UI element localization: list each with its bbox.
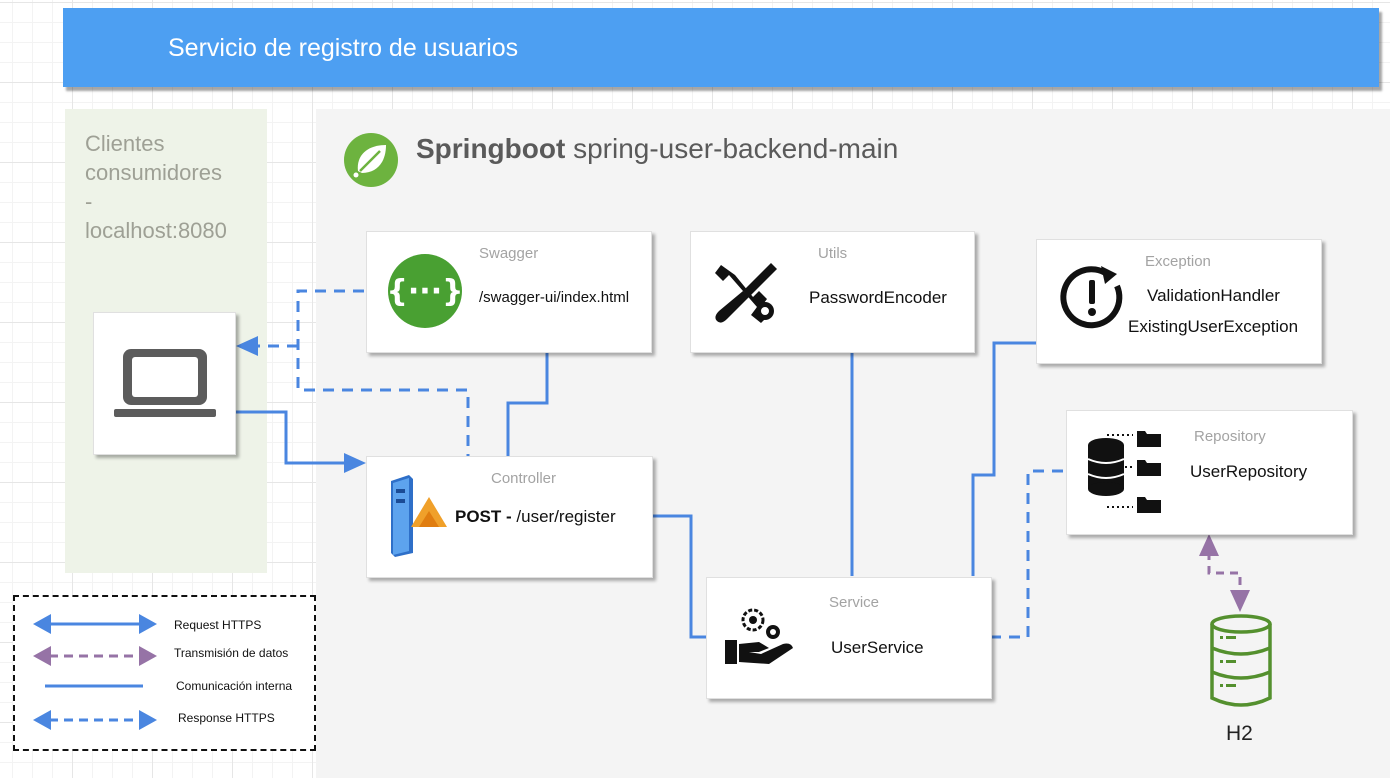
clients-label-line2: consumidores bbox=[85, 160, 222, 185]
legend-label-request: Request HTTPS bbox=[174, 618, 262, 632]
page-title: Servicio de registro de usuarios bbox=[168, 34, 519, 62]
data-transmission-connector bbox=[1207, 552, 1242, 592]
internal-swagger-controller bbox=[506, 352, 549, 456]
clients-label-line4: localhost:8080 bbox=[85, 218, 227, 243]
internal-controller-service bbox=[652, 514, 711, 639]
exception-alert-icon bbox=[1057, 262, 1127, 337]
tools-icon bbox=[713, 259, 779, 330]
utils-card: Utils PasswordEncoder bbox=[690, 231, 975, 353]
request-arrowhead bbox=[344, 453, 366, 473]
service-gears-hand-icon bbox=[725, 606, 797, 671]
legend-label-data: Transmisión de datos bbox=[174, 646, 289, 660]
clients-label: Clientes consumidores - localhost:8080 bbox=[85, 129, 265, 245]
client-laptop-card bbox=[93, 312, 236, 455]
legend: Request HTTPS Transmisión de datos Comun… bbox=[13, 595, 316, 751]
controller-endpoint: POST - /user/register bbox=[455, 507, 616, 527]
swagger-braces-icon: {···} bbox=[387, 253, 463, 334]
springboot-bold: Springboot bbox=[416, 133, 566, 164]
repository-title: Repository bbox=[1194, 428, 1266, 445]
response-arrowhead bbox=[236, 336, 258, 356]
legend-lines bbox=[33, 614, 157, 730]
repository-text: UserRepository bbox=[1190, 462, 1308, 481]
legend-data-line bbox=[33, 646, 157, 666]
exception-line1: ValidationHandler bbox=[1147, 286, 1280, 305]
controller-path: /user/register bbox=[516, 507, 616, 526]
controller-method: POST - bbox=[455, 507, 517, 526]
exception-line2: ExistingUserException bbox=[1128, 317, 1299, 336]
springboot-title: Springboot spring-user-backend-main bbox=[416, 133, 898, 165]
controller-title: Controller bbox=[491, 470, 557, 487]
repository-db-folders-icon bbox=[1087, 431, 1167, 518]
utils-title: Utils bbox=[818, 245, 848, 262]
controller-server-icon bbox=[389, 475, 449, 562]
request-connector bbox=[236, 410, 362, 465]
repository-card: Repository UserRepository bbox=[1066, 410, 1353, 535]
clients-label-line1: Clientes bbox=[85, 131, 165, 156]
service-repository-connector bbox=[990, 469, 1066, 639]
h2-database-icon bbox=[1208, 614, 1274, 715]
service-card: Service UserService bbox=[706, 577, 992, 699]
h2-label: H2 bbox=[1226, 722, 1253, 745]
laptop-icon bbox=[114, 347, 216, 424]
swagger-url: /swagger-ui/index.html bbox=[479, 289, 630, 306]
legend-request-line bbox=[33, 614, 157, 634]
legend-response-line bbox=[33, 710, 157, 730]
service-text: UserService bbox=[831, 638, 924, 657]
service-title: Service bbox=[829, 594, 880, 611]
controller-card: Controller POST - /user/register bbox=[366, 456, 653, 578]
swagger-card: Swagger {···} /swagger-ui/index.html bbox=[366, 231, 652, 353]
data-arrowhead-down bbox=[1230, 590, 1250, 612]
swagger-title: Swagger bbox=[479, 245, 539, 262]
svg-text:{···}: {···} bbox=[387, 274, 463, 309]
clients-label-line3: - bbox=[85, 189, 93, 214]
exception-title: Exception bbox=[1145, 253, 1211, 270]
data-arrowhead-up bbox=[1199, 534, 1219, 556]
legend-label-response: Response HTTPS bbox=[178, 711, 275, 725]
springboot-name: spring-user-backend-main bbox=[573, 133, 899, 164]
legend-label-internal: Comunicación interna bbox=[176, 679, 293, 693]
utils-text: PasswordEncoder bbox=[809, 288, 947, 307]
exception-card: Exception ValidationHandler ExistingUser… bbox=[1036, 239, 1322, 364]
internal-service-exception bbox=[971, 341, 1037, 576]
spring-logo-icon bbox=[342, 131, 400, 189]
title-bar: Servicio de registro de usuarios bbox=[63, 8, 1379, 87]
